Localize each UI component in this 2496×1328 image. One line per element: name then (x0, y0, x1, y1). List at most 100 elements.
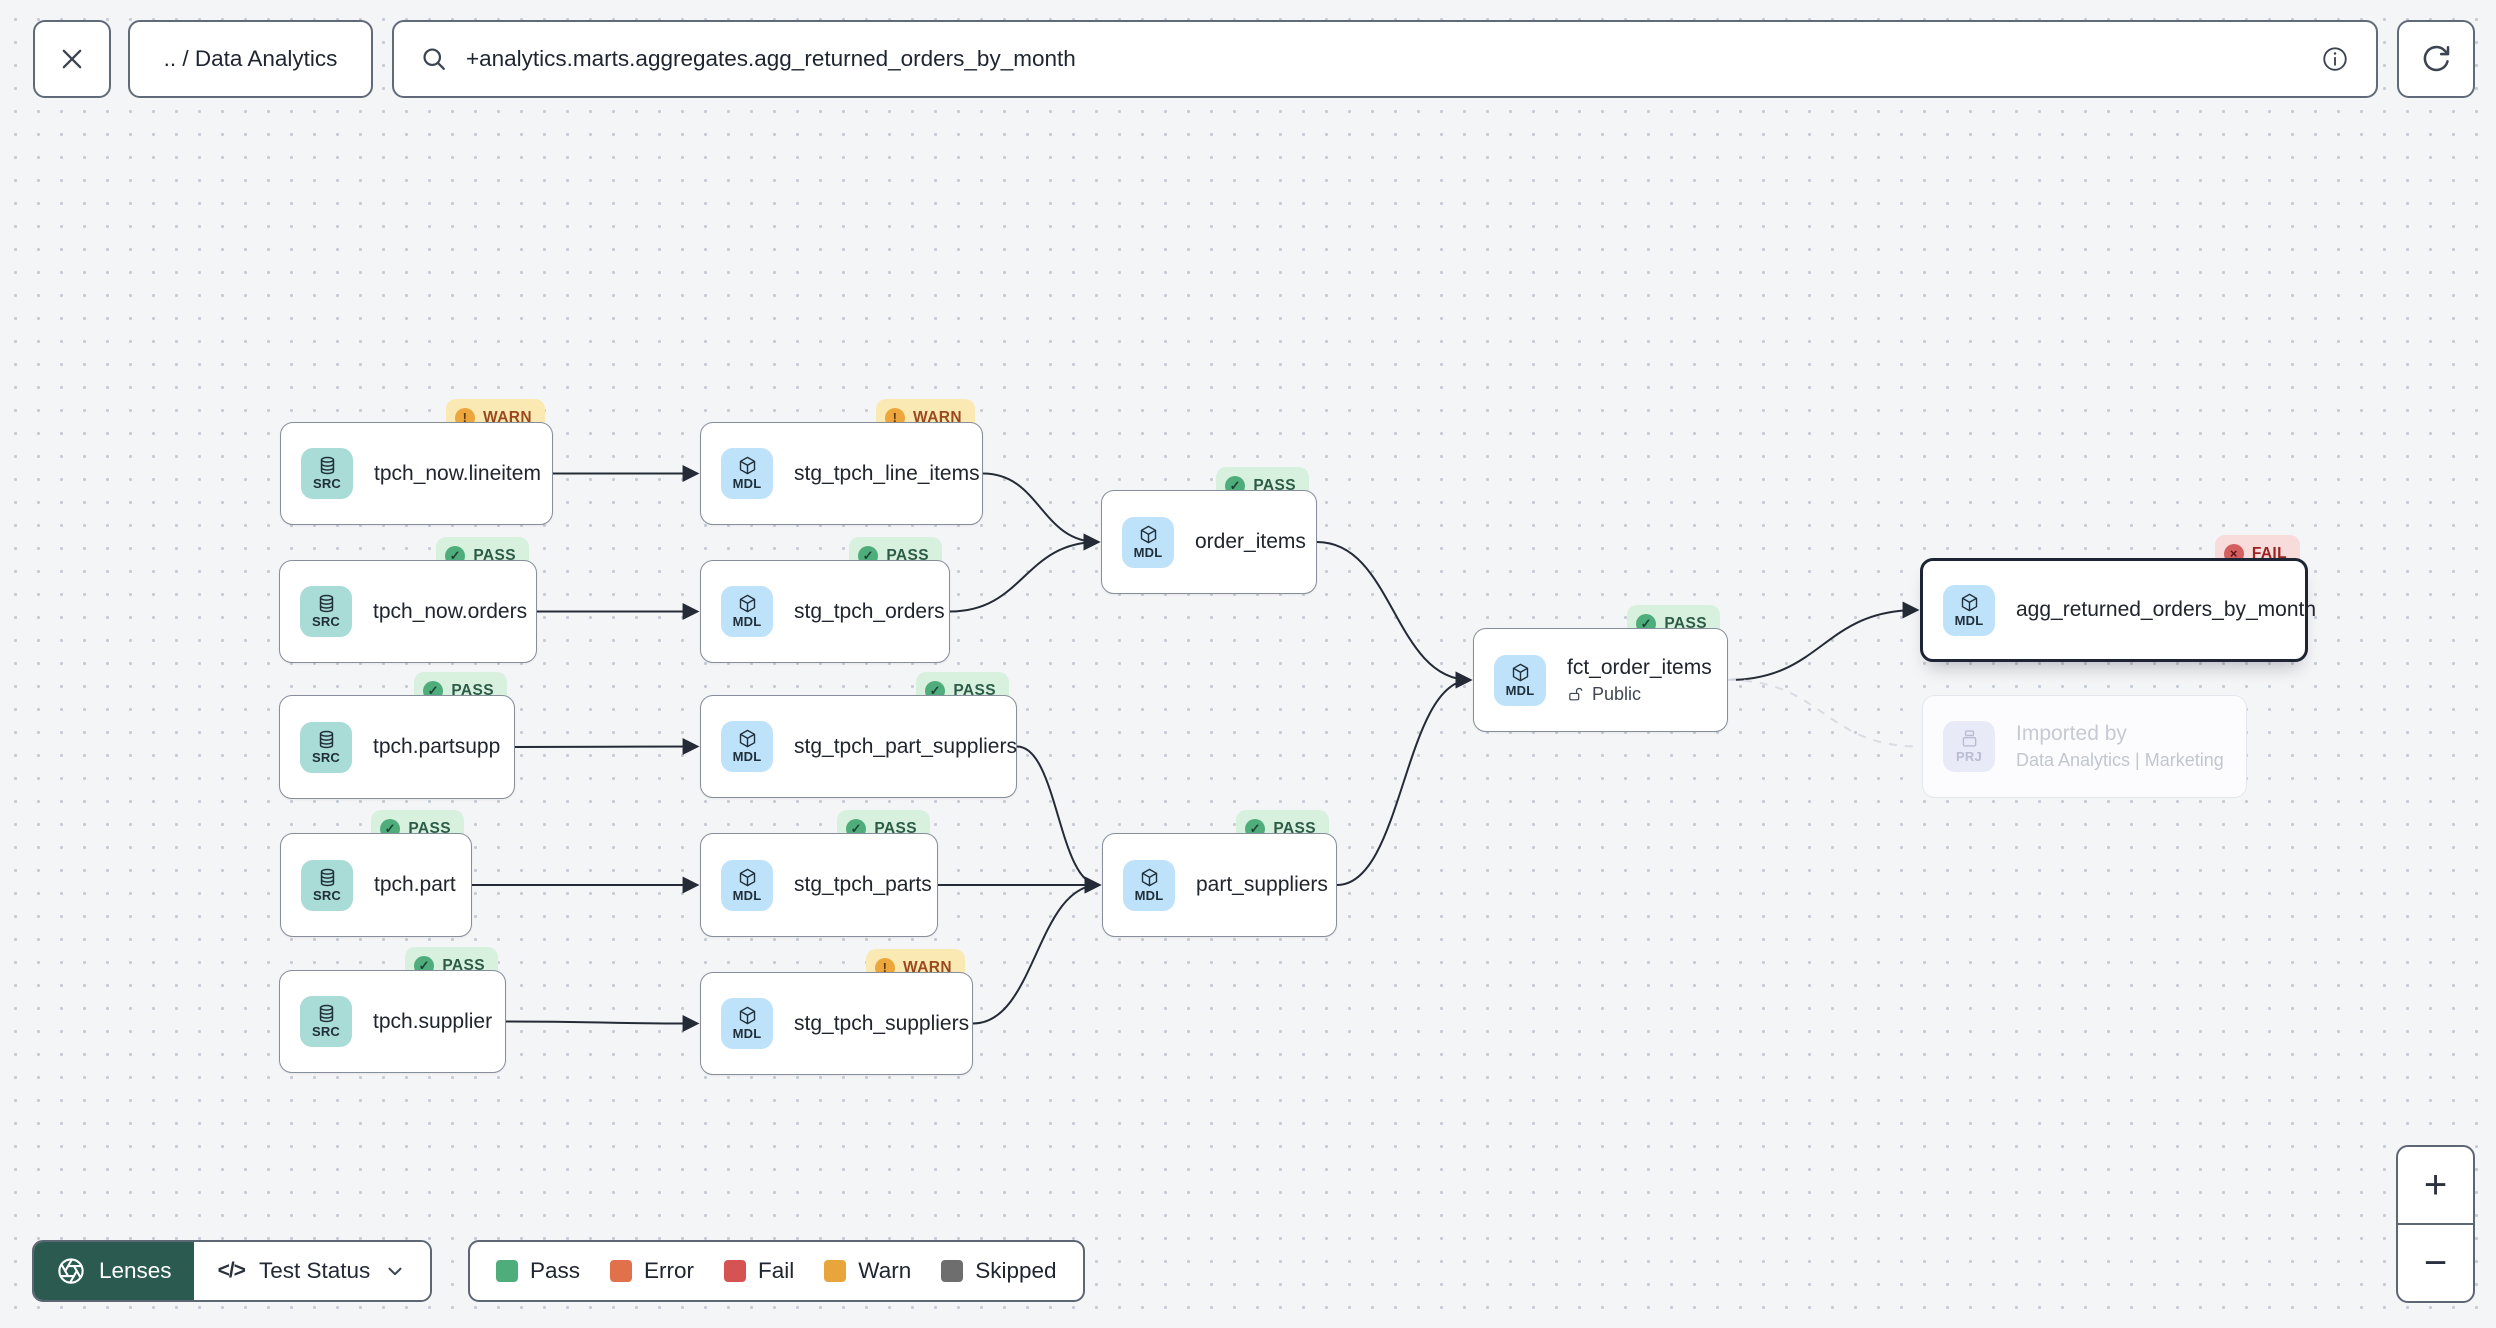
node-label: tpch_now.lineitem (374, 461, 541, 485)
edge-stg_tpch_line_items-to-order_items (982, 472, 1101, 551)
node-body: SRC tpch.supplier (279, 970, 506, 1073)
cube-icon: MDL (721, 586, 773, 637)
status-label: FAIL (2251, 544, 2287, 562)
node-label: tpch.partsupp (373, 735, 501, 758)
legend-label: Pass (530, 1258, 581, 1283)
edge-tpch_supplier-to-stg_tpch_suppliers (505, 1014, 700, 1032)
status-label: WARN (903, 958, 952, 976)
database-icon: SRC (300, 721, 352, 773)
node-label: tpch_now.orders (373, 599, 528, 623)
edge-part_suppliers-to-fct_order_items (1336, 671, 1473, 886)
legend-item-warn: Warn (824, 1258, 911, 1284)
node-label: tpch.supplier (373, 1009, 493, 1033)
node-kind: MDL (732, 887, 762, 903)
breadcrumb[interactable]: .. / Data Analytics (128, 20, 373, 98)
legend-label: Warn (858, 1258, 912, 1283)
cube-icon: MDL (721, 448, 773, 499)
node-label: tpch.part (374, 873, 456, 896)
legend-swatch (610, 1260, 633, 1282)
zoom-out-button[interactable]: − (2398, 1225, 2473, 1301)
search-icon (420, 45, 448, 73)
info-icon[interactable] (2320, 44, 2350, 74)
node-label: stg_tpch_part_suppliers (794, 734, 1017, 758)
node-kind: MDL (732, 476, 762, 492)
node-kind: MDL (732, 749, 762, 765)
edge-stg_tpch_orders-to-order_items (949, 533, 1101, 613)
node-kind: MDL (1133, 544, 1163, 560)
status-label: PASS (408, 819, 451, 837)
node-body: MDL part_suppliers (1102, 833, 1337, 937)
node-label: stg_tpch_line_items (794, 461, 980, 485)
node-sublabel: Public (1567, 684, 1712, 705)
chevron-down-icon (384, 1260, 406, 1282)
node-kind: MDL (732, 614, 762, 630)
lenses-label: Lenses (99, 1258, 172, 1283)
search-bar[interactable] (392, 20, 2378, 98)
node-body: MDL stg_tpch_line_items (700, 422, 983, 525)
status-label: PASS (473, 546, 516, 564)
lenses-group: Lenses </> Test Status (32, 1240, 433, 1302)
node-body: SRC tpch_now.lineitem (280, 422, 553, 525)
database-icon: SRC (300, 996, 352, 1047)
node-label: stg_tpch_parts (794, 873, 932, 896)
close-button[interactable] (33, 20, 111, 98)
status-label: WARN (913, 408, 962, 426)
node-label: order_items (1195, 530, 1306, 553)
cube-icon: MDL (721, 721, 773, 772)
legend-swatch (724, 1260, 747, 1282)
legend-label: Error (644, 1258, 695, 1283)
node-body: SRC tpch_now.orders (279, 560, 537, 663)
code-icon: </> (217, 1259, 246, 1282)
node-label: stg_tpch_suppliers (794, 1011, 970, 1035)
status-label: PASS (451, 681, 494, 699)
cube-icon: MDL (1123, 859, 1175, 911)
cube-icon: MDL (721, 859, 773, 911)
search-input[interactable] (464, 45, 2304, 73)
database-icon: SRC (301, 859, 353, 911)
node-kind: SRC (312, 476, 342, 492)
node-label: fct_order_items (1567, 655, 1712, 679)
lenses-button[interactable]: Lenses (34, 1242, 194, 1300)
node-label: part_suppliers (1196, 873, 1328, 896)
edge-tpch_partsupp-to-stg_tpch_part_suppliers (514, 738, 700, 756)
unlock-icon (1567, 686, 1584, 703)
status-label: WARN (483, 408, 532, 426)
edge-fct_order_items-to-imported_by_marketing (1727, 679, 1920, 748)
zoom-divider (2398, 1223, 2473, 1225)
cube-icon: MDL (721, 998, 773, 1049)
node-body: MDL stg_tpch_part_suppliers (700, 695, 1017, 798)
node-kind: MDL (1134, 887, 1164, 903)
database-icon: SRC (300, 586, 352, 637)
node-label: agg_returned_orders_by_month (2016, 598, 2317, 621)
project-icon: PRJ (1943, 721, 1995, 772)
legend-label: Fail (758, 1258, 795, 1283)
refresh-button[interactable] (2397, 20, 2475, 98)
status-label: PASS (953, 681, 996, 699)
legend-label: Skipped (975, 1258, 1057, 1283)
cube-icon: MDL (1122, 516, 1174, 568)
node-kind: MDL (1505, 682, 1535, 698)
zoom-in-button[interactable]: + (2398, 1147, 2473, 1223)
lens-selector[interactable]: </> Test Status (193, 1242, 431, 1300)
